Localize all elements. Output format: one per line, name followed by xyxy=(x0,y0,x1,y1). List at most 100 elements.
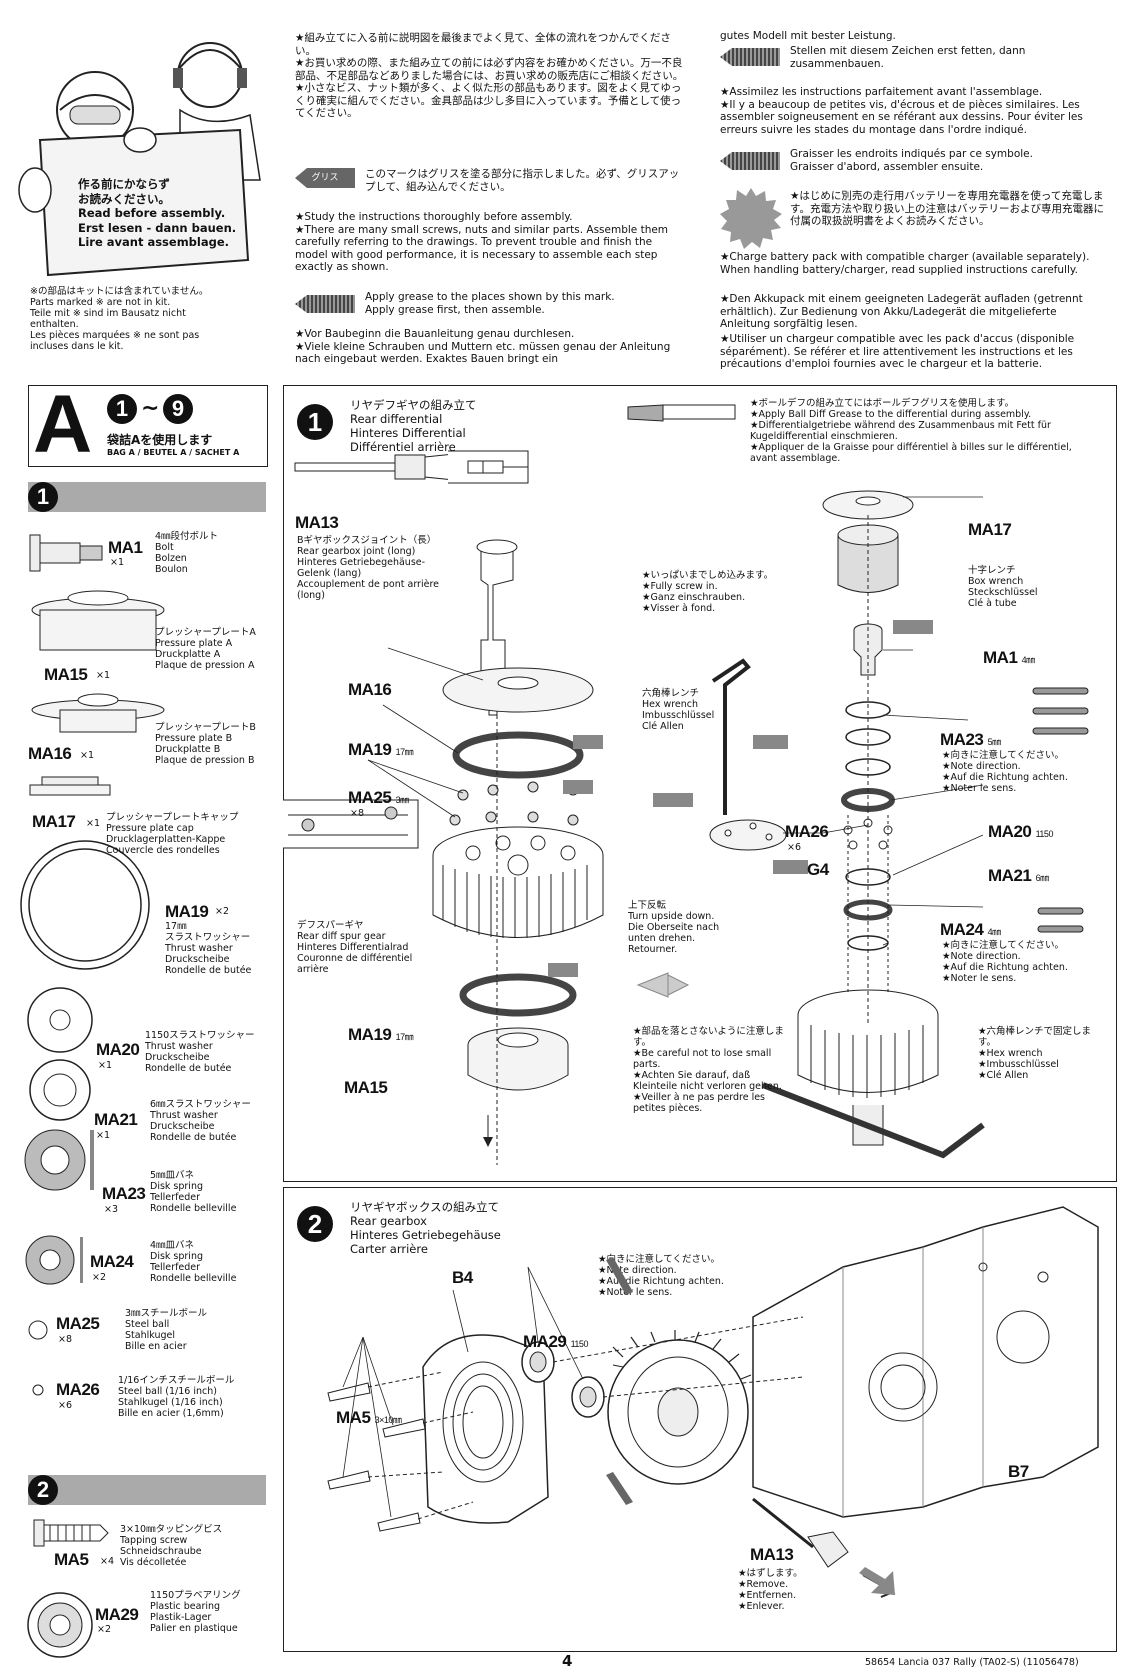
part-ma21-qty: ×1 xyxy=(96,1130,111,1141)
step1-ma21-label: MA21 6㎜ xyxy=(988,866,1049,886)
part-ma29-qty: ×2 xyxy=(97,1624,112,1635)
part-ma24-qty: ×2 xyxy=(92,1272,107,1283)
step1-joint-desc: Bギヤボックスジョイント（長） Rear gearbox joint (long… xyxy=(297,535,439,601)
bag-jp: 袋詰Aを使用します xyxy=(107,433,213,447)
parts-not-in-kit-note: ※の部品はキットには含まれていません。 Parts marked ※ are n… xyxy=(30,286,209,352)
step1-hex-fix-note: ★六角棒レンチで固定します。 ★Hex wrench ★Imbusschlüss… xyxy=(978,1026,1092,1081)
step-1-diagram xyxy=(283,404,1089,1165)
part-ma5-qty: ×4 xyxy=(100,1556,115,1567)
battery-de: ★Den Akkupack mit einem geeigneten Ladeg… xyxy=(720,293,1083,330)
step1-ma1-id: MA1 xyxy=(983,648,1018,667)
step1-ma20-size: 1150 xyxy=(1035,829,1054,839)
grease-tube-icon xyxy=(662,404,736,420)
step1-ma19a-id: MA19 xyxy=(348,740,392,759)
step2-b4-label: B4 xyxy=(452,1268,473,1287)
part-ma25-id: MA25 xyxy=(56,1314,100,1333)
battery-warning-icon xyxy=(720,188,782,249)
de-notes-cont: gutes Modell mit bester Leistung. xyxy=(720,30,896,42)
part-ma23-desc: 5㎜皿バネ Disk spring Tellerfeder Rondelle b… xyxy=(150,1170,237,1214)
step1-ma20-label: MA20 1150 xyxy=(988,822,1053,842)
step1-ma19a-label: MA19 17㎜ xyxy=(348,740,414,760)
bolt-icon xyxy=(29,534,41,572)
step1-careful-note: ★部品を落とさないように注意します。 ★Be careful not to lo… xyxy=(633,1026,784,1114)
en-grease-text: Apply grease to the places shown by this… xyxy=(365,291,615,316)
step1-ma1-size: 4㎜ xyxy=(1021,655,1036,665)
part-ma17-desc: プレッシャープレートキャップ Pressure plate cap Druckl… xyxy=(106,812,239,856)
part-ma16-qty: ×1 xyxy=(80,750,95,761)
part-ma26-qty: ×6 xyxy=(58,1400,73,1411)
step1-ma25-size: 3㎜ xyxy=(395,795,410,805)
step-2-diagram xyxy=(327,1206,1099,1598)
jp-grease-text: このマークはグリスを塗る部分に指示しました。必ず、グリスアップして、組み込んでく… xyxy=(365,168,680,193)
step1-box-wrench-desc: 十字レンチ Box wrench Steckschlüssel Clé à tu… xyxy=(968,565,1038,609)
step2-ma29-size: 1150 xyxy=(570,1339,589,1349)
parts-bar-step-1: 1 xyxy=(28,482,266,512)
step2-ma5-label: MA5 3×10㎜ xyxy=(336,1408,402,1428)
part-ma26-id: MA26 xyxy=(56,1380,100,1399)
step1-ma26-qty: ×6 xyxy=(787,842,802,853)
part-ma21-id: MA21 xyxy=(94,1110,138,1129)
step-1-number: 1 xyxy=(297,404,333,440)
parts-bar-step-num: 1 xyxy=(28,482,58,512)
step1-ma26-label: MA26 xyxy=(785,822,829,841)
step1-ma23-id: MA23 xyxy=(940,730,984,749)
part-ma23-id: MA23 xyxy=(102,1184,146,1203)
part-ma24-id: MA24 xyxy=(90,1252,134,1271)
fr-notes: ★Assimilez les instructions parfaitement… xyxy=(720,86,1083,136)
step1-ma19b-size: 17㎜ xyxy=(395,1032,414,1042)
battery-fr: ★Utiliser un chargeur compatible avec le… xyxy=(720,333,1075,370)
part-ma17-id: MA17 xyxy=(32,812,76,831)
step1-ma23-note: ★向きに注意してください。 ★Note direction. ★Auf die … xyxy=(942,750,1068,794)
step-1-title: リヤデフギヤの組み立て Rear differential Hinteres D… xyxy=(350,398,477,454)
jp-notes: ★組み立てに入る前に説明図を最後までよく見て、全体の流れをつかんでください。 ★… xyxy=(295,32,684,119)
fr-grease-text: Graisser les endroits indiqués par ce sy… xyxy=(790,148,1033,173)
page-number: 4 xyxy=(562,1652,573,1670)
bag-range-sep: ~ xyxy=(141,396,160,421)
part-ma5-desc: 3×10㎜タッピングビス Tapping screw Schneidschrau… xyxy=(120,1524,223,1568)
parts-illustrations xyxy=(20,534,165,1658)
step2-remove-note: ★はずします。 ★Remove. ★Entfernen. ★Enlever. xyxy=(738,1568,803,1612)
step1-flip-note: 上下反転 Turn upside down. Die Oberseite nac… xyxy=(628,900,720,955)
step1-ma25-id: MA25 xyxy=(348,788,392,807)
de-grease-text: Stellen mit diesem Zeichen erst fetten, … xyxy=(790,45,1026,70)
part-ma15-qty: ×1 xyxy=(96,670,111,681)
part-ma26-desc: 1/16インチスチールボール Steel ball (1/16 inch) St… xyxy=(118,1375,235,1419)
part-ma23-qty: ×3 xyxy=(104,1204,119,1215)
step1-ma20-id: MA20 xyxy=(988,822,1032,841)
parts-bar-step-num: 2 xyxy=(28,1475,58,1505)
bag-en: BAG A / BEUTEL A / SACHET A xyxy=(107,448,240,457)
step2-ma13-label: MA13 xyxy=(750,1545,794,1564)
part-ma19-qty: ×2 xyxy=(215,906,230,917)
part-ma15-id: MA15 xyxy=(44,665,88,684)
step1-ma24-note: ★向きに注意してください。 ★Note direction. ★Auf die … xyxy=(942,940,1068,984)
bag-range-end: 9 xyxy=(163,394,193,424)
part-ma20-desc: 1150スラストワッシャー Thrust washer Druckscheibe… xyxy=(145,1030,255,1074)
part-ma21-desc: 6㎜スラストワッシャー Thrust washer Druckscheibe R… xyxy=(150,1099,251,1143)
step2-ma29-id: MA29 xyxy=(523,1332,567,1351)
step1-g4-label: G4 xyxy=(807,860,829,879)
part-ma16-desc: プレッシャープレートB Pressure plate B Druckplatte… xyxy=(155,722,256,766)
step1-ma19a-size: 17㎜ xyxy=(395,747,414,757)
step1-ma16-label: MA16 xyxy=(348,680,392,699)
part-ma20-qty: ×1 xyxy=(98,1060,113,1071)
step1-ma24-size: 4㎜ xyxy=(987,927,1002,937)
step1-spur-desc: デフスパーギヤ Rear diff spur gear Hinteres Dif… xyxy=(297,920,413,975)
grease-mark-fr xyxy=(720,152,780,170)
part-ma5-id: MA5 xyxy=(54,1550,89,1569)
step1-ma19b-label: MA19 17㎜ xyxy=(348,1025,414,1045)
step-2-title: リヤギヤボックスの組み立て Rear gearbox Hinteres Getr… xyxy=(350,1200,501,1256)
step1-ma24-label: MA24 4㎜ xyxy=(940,920,1001,940)
step-2-panel xyxy=(283,1187,1117,1652)
battery-jp: ★はじめに別売の走行用バッテリーを専用充電器を使って充電します。充電方法や取り扱… xyxy=(790,190,1104,227)
part-ma29-id: MA29 xyxy=(95,1605,139,1624)
en-notes: ★Study the instructions thoroughly befor… xyxy=(295,211,669,273)
grease-mark-jp: グリス xyxy=(295,168,355,188)
step1-ma17-label: MA17 xyxy=(968,520,1012,539)
step1-ma23-label: MA23 5㎜ xyxy=(940,730,1001,750)
step1-ma13-label: MA13 xyxy=(295,513,339,532)
step-1-panel xyxy=(283,385,1117,1182)
step1-ma23-size: 5㎜ xyxy=(987,737,1002,747)
bag-a-box: A 1 ~ 9 袋詰Aを使用します BAG A / BEUTEL A / SAC… xyxy=(28,380,268,470)
step-1-ball-grease-note: ★ボールデフの組み立てにはボールデフグリスを使用します。 ★Apply Ball… xyxy=(750,398,1072,464)
part-ma19-id: MA19 xyxy=(165,902,209,921)
